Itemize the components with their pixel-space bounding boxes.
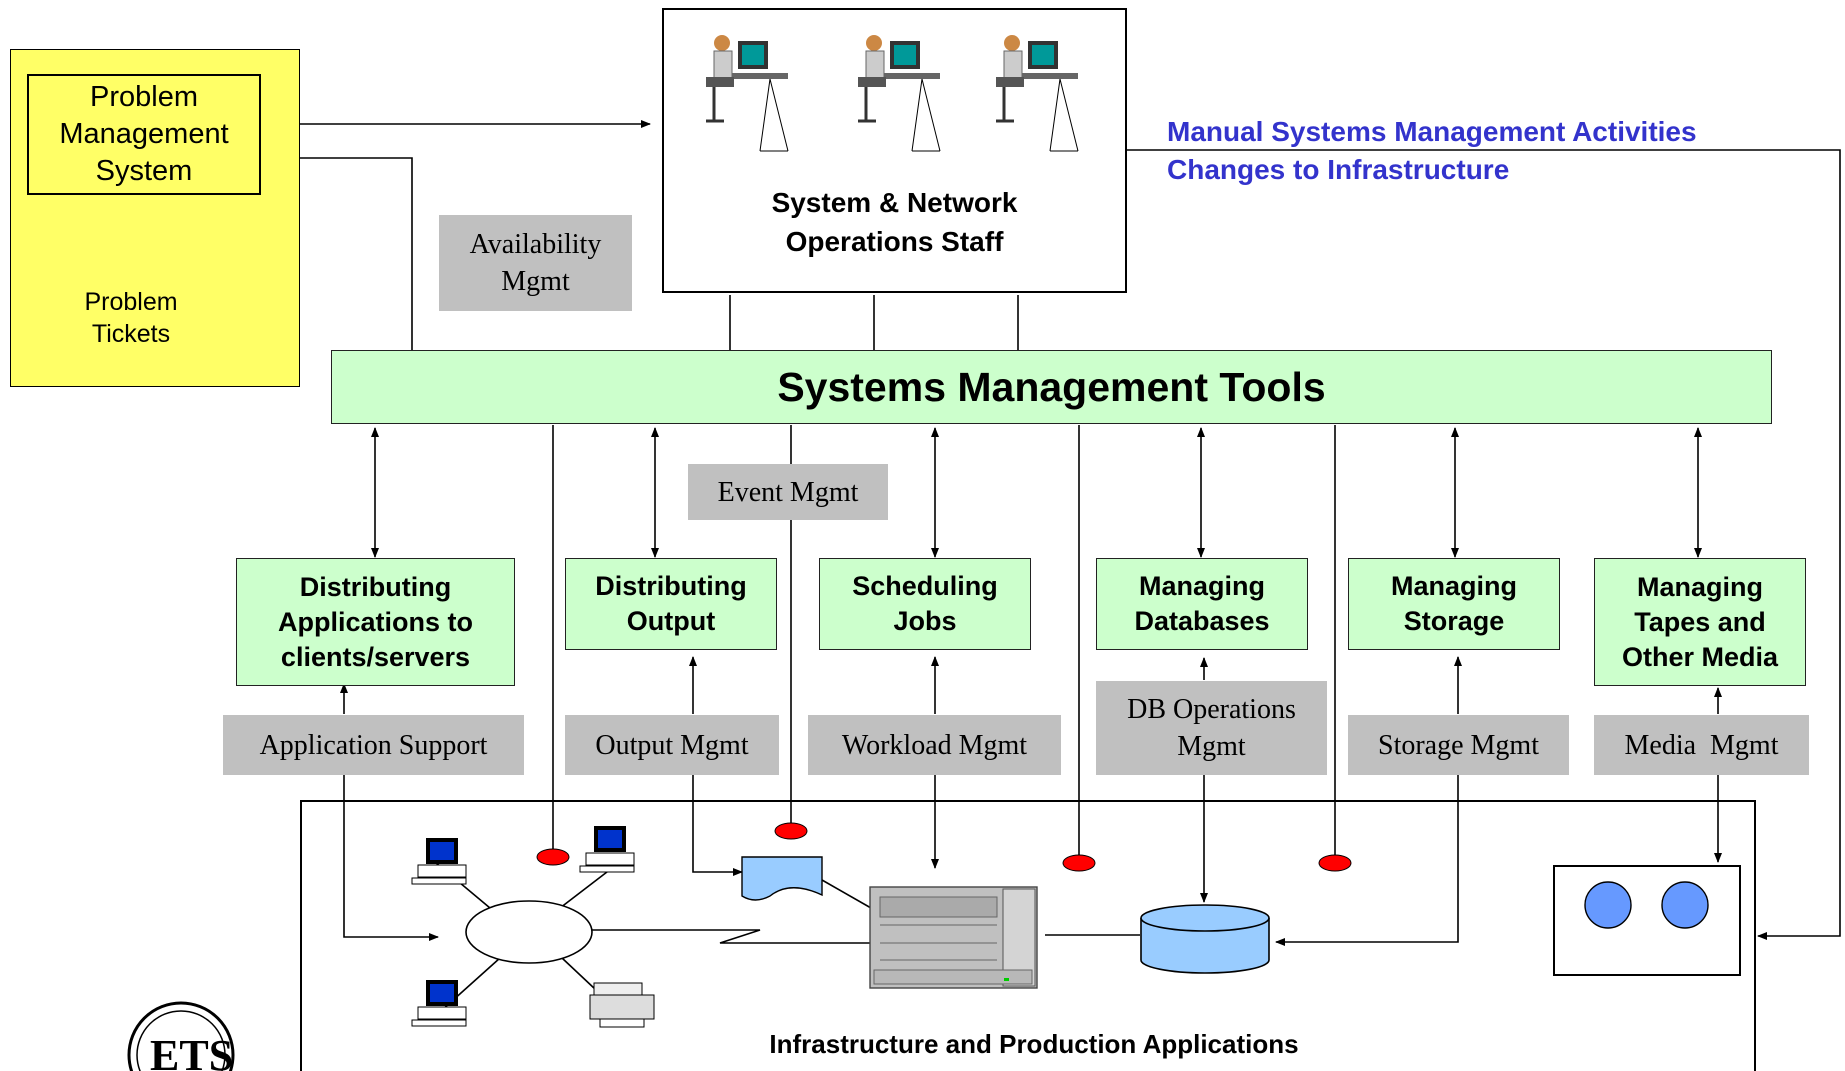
network-hub-ellipse: [465, 900, 593, 964]
function-label: Managing Tapes and Other Media: [1621, 571, 1779, 672]
application-support-label: Application Support: [223, 715, 524, 775]
operator-workstation-icon: [706, 35, 789, 152]
net-link-mainframe: [590, 929, 870, 944]
output-mgmt-text: Output Mgmt: [595, 729, 749, 761]
desktop-computer-icon: [411, 980, 467, 1027]
function-distributing-applications: Distributing Applications to clients/ser…: [236, 558, 515, 686]
problem-tickets-label: Problem Tickets: [43, 283, 219, 353]
availability-mgmt-text: Availability Mgmt: [469, 229, 602, 297]
manual-activities-line2: Changes to Infrastructure: [1167, 154, 1510, 185]
output-down-arrow: [692, 775, 743, 876]
function-managing-tapes: Managing Tapes and Other Media: [1594, 558, 1806, 686]
systems-management-tools-text: Systems Management Tools: [777, 363, 1326, 410]
manual-activities-line1: Manual Systems Management Activities: [1167, 116, 1697, 147]
tape-reel-icon: [1661, 881, 1709, 929]
tools-to-problem-arrow: [265, 154, 413, 350]
workload-mgmt-text: Workload Mgmt: [841, 729, 1028, 761]
operations-staff-text: System & Network Operations Staff: [771, 187, 1018, 257]
application-support-text: Application Support: [259, 729, 488, 761]
function-label: Scheduling Jobs: [852, 571, 998, 636]
problem-management-system-box: Problem Management System: [27, 74, 261, 195]
operations-staff-box: [662, 8, 1127, 293]
infrastructure-label: Infrastructure and Production Applicatio…: [634, 1024, 1434, 1064]
desktop-computer-icon: [579, 826, 635, 873]
infrastructure-text: Infrastructure and Production Applicatio…: [769, 1028, 1299, 1059]
logo-icon: ETS: [127, 1001, 235, 1071]
event-sensor-4: [1318, 854, 1352, 872]
function-distributing-output: Distributing Output: [565, 558, 777, 650]
event-sensor-1: [536, 848, 570, 866]
operator-workstation-icon: [858, 35, 941, 152]
database-cylinder-icon: [1140, 904, 1270, 974]
media-mgmt-label: Media Mgmt: [1594, 715, 1809, 775]
tape-library-box: [1553, 865, 1741, 976]
mainframe-icon: [869, 886, 1038, 989]
availability-mgmt-label: Availability Mgmt: [439, 215, 632, 311]
storage-mgmt-label: Storage Mgmt: [1348, 715, 1569, 775]
workload-mgmt-label: Workload Mgmt: [808, 715, 1061, 775]
event-sensor-3: [1062, 854, 1096, 872]
function-scheduling-jobs: Scheduling Jobs: [819, 558, 1031, 650]
function-label: Managing Storage: [1391, 571, 1517, 636]
storage-down-arrow: [1275, 775, 1459, 946]
app-support-down-arrow: [343, 775, 439, 941]
function-managing-storage: Managing Storage: [1348, 558, 1560, 650]
document-icon: [741, 856, 823, 901]
svg-text:ETS: ETS: [150, 1031, 233, 1071]
manual-activities-arrow: [1127, 149, 1841, 940]
desktop-computer-icon: [411, 838, 467, 885]
function-label: Distributing Applications to clients/ser…: [278, 571, 473, 672]
tape-reel-icon: [1584, 881, 1632, 929]
event-sensor-2: [774, 822, 808, 840]
operator-workstation-icon: [996, 35, 1079, 152]
operations-staff-label: System & Network Operations Staff: [662, 182, 1127, 262]
function-label: Distributing Output: [595, 571, 747, 636]
problem-tickets-text: Problem Tickets: [84, 288, 178, 348]
db-operations-mgmt-text: DB Operations Mgmt: [1127, 694, 1296, 762]
output-mgmt-label: Output Mgmt: [565, 715, 779, 775]
problem-management-system-label: Problem Management System: [59, 81, 229, 187]
event-mgmt-text: Event Mgmt: [717, 476, 859, 508]
printer-icon: [589, 982, 655, 1028]
function-label: Managing Databases: [1134, 571, 1270, 636]
doc-mainframe-link: [821, 879, 879, 913]
systems-management-tools-bar: Systems Management Tools: [331, 350, 1772, 424]
manual-activities-text: Manual Systems Management Activities Cha…: [1167, 113, 1827, 189]
infrastructure-box: [300, 800, 1756, 1071]
media-mgmt-text: Media Mgmt: [1624, 729, 1779, 761]
db-operations-mgmt-label: DB Operations Mgmt: [1096, 681, 1327, 775]
event-mgmt-label: Event Mgmt: [688, 464, 888, 520]
function-managing-databases: Managing Databases: [1096, 558, 1308, 650]
storage-mgmt-text: Storage Mgmt: [1378, 729, 1539, 761]
